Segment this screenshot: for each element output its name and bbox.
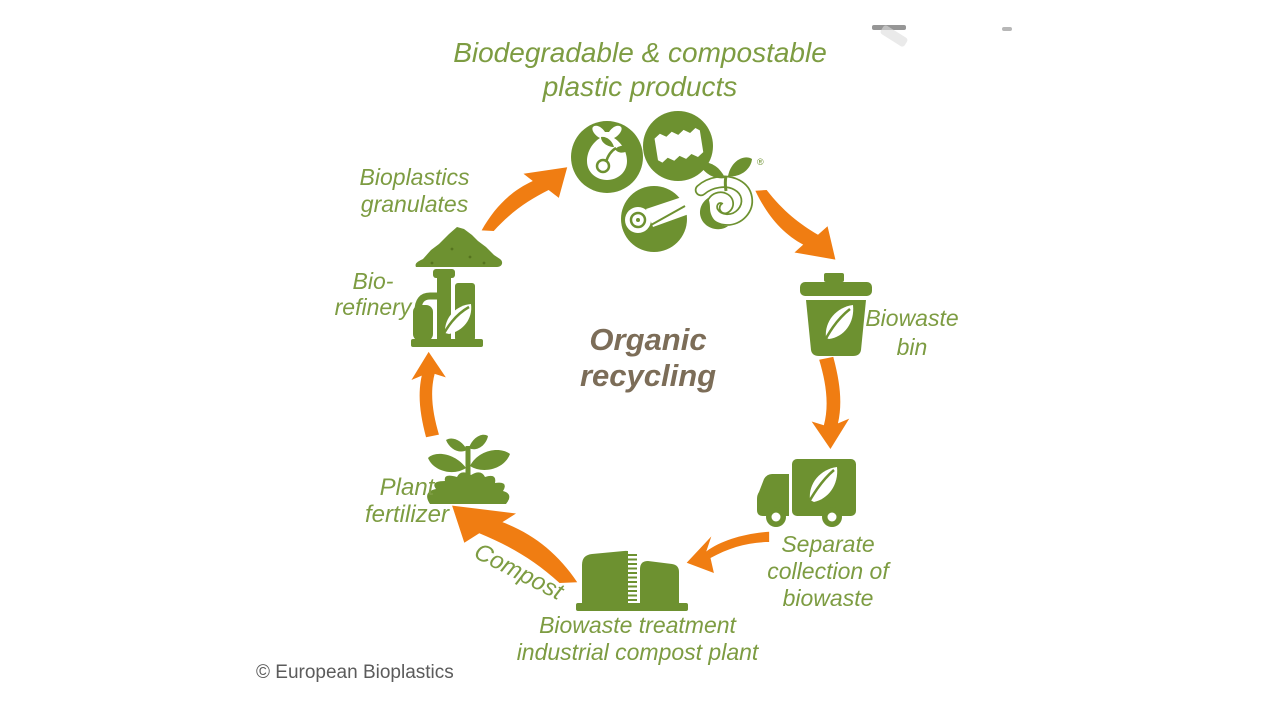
center-label-line1: Organic [589, 322, 707, 357]
label-plant-fertilizer: Plant fertilizer [364, 474, 449, 528]
center-label-line2: recycling [579, 358, 717, 393]
biowaste-collection-truck-icon [757, 459, 856, 527]
compost-plant-tanks-icon [576, 550, 688, 611]
diagram-title-line2: plastic products [542, 71, 738, 102]
bio-refinery-icon [411, 269, 483, 347]
diagram-title-line1: Biodegradable & compostable [453, 37, 827, 68]
label-biowaste-treatment: Biowaste treatment industrial compost pl… [516, 612, 759, 665]
arrow-collection-to-treatment [686, 531, 770, 574]
arrow-fertilizer-to-refinery [411, 351, 446, 438]
registered-trademark-symbol: ® [757, 157, 764, 167]
label-biowaste-bin: Biowaste bin [865, 305, 959, 360]
arrow-bin-to-collection [811, 356, 850, 450]
plant-fertilizer-seedling-icon [427, 434, 510, 504]
label-bioplastics-granulates: Bioplastics granulates [359, 164, 470, 217]
label-separate-collection: Separate collection of biowaste [767, 531, 889, 611]
center-label: Organic recycling [540, 322, 756, 394]
video-artifact-mark [1002, 27, 1012, 31]
compostable-seedling-logo-icon: ® [694, 157, 764, 230]
diagram-title: Biodegradable & compostable plastic prod… [340, 36, 940, 104]
copyright-notice: © European Bioplastics [256, 662, 454, 683]
compostable-products-icons: ® [571, 111, 764, 252]
bioplastic-packaging-icon [643, 111, 713, 181]
bioplastics-granulate-pile-icon [415, 227, 503, 267]
bioplastic-bag-icon [571, 121, 643, 193]
biowaste-bin-icon [800, 273, 872, 356]
bioplastic-film-roll-icon [621, 186, 689, 252]
label-bio-refinery: Bio- refinery [334, 268, 412, 320]
